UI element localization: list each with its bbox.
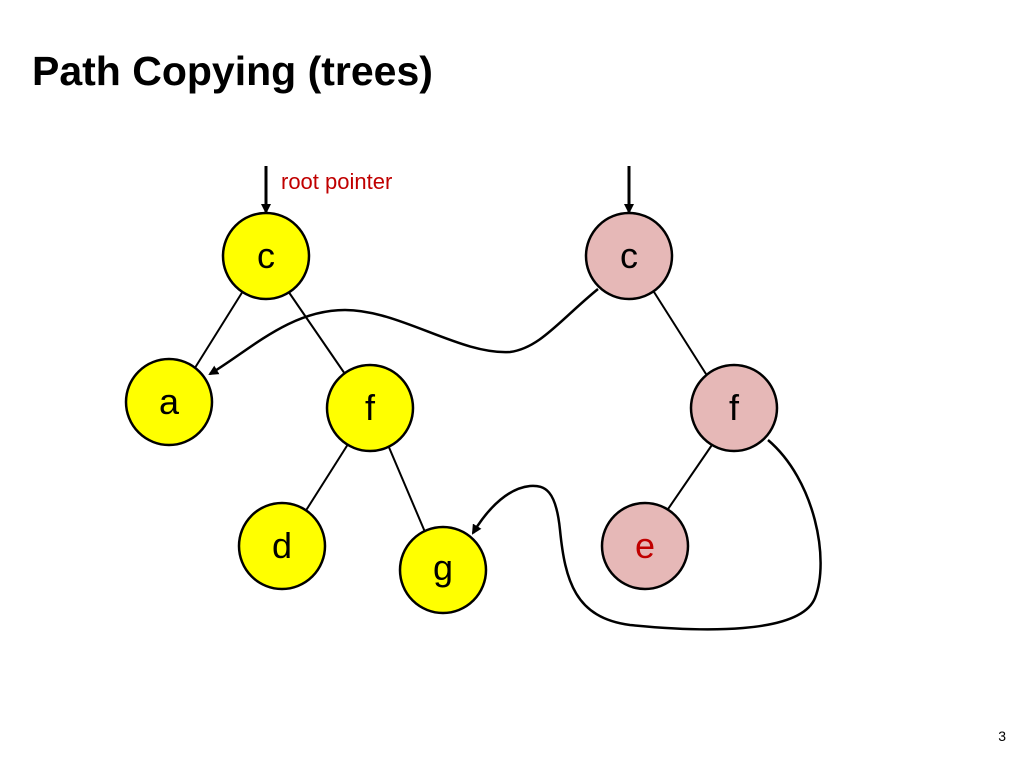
edge-old-c-f [287,290,346,375]
edge-old-f-d [304,440,351,513]
new-node-c-label: c [620,235,638,276]
old-node-a-label: a [159,381,180,422]
edge-old-f-g [387,444,426,533]
new-node-f: f [689,363,779,453]
old-node-d: d [237,501,327,591]
edge-new-f-e [665,441,715,513]
old-node-f: f [325,363,415,453]
old-node-c-label: c [257,235,275,276]
pointer-new-c-to-old-a [208,288,599,376]
edge-new-c-f [653,291,707,375]
old-node-d-label: d [272,525,292,566]
old-node-f-label: f [365,387,376,428]
edge-old-c-a [192,290,244,372]
old-node-g: g [398,525,488,615]
old-node-a: a [124,357,214,447]
old-node-g-label: g [433,547,453,588]
page-number: 3 [998,728,1006,744]
new-node-e-label: e [635,525,655,566]
page-title: Path Copying (trees) [32,48,433,94]
new-node-c: c [584,211,674,301]
root-pointer-label: root pointer [281,169,392,194]
new-node-e: e [600,501,690,591]
new-node-f-label: f [729,387,740,428]
old-node-c: c [221,211,311,301]
pointer-new-f-to-old-g [471,439,822,631]
